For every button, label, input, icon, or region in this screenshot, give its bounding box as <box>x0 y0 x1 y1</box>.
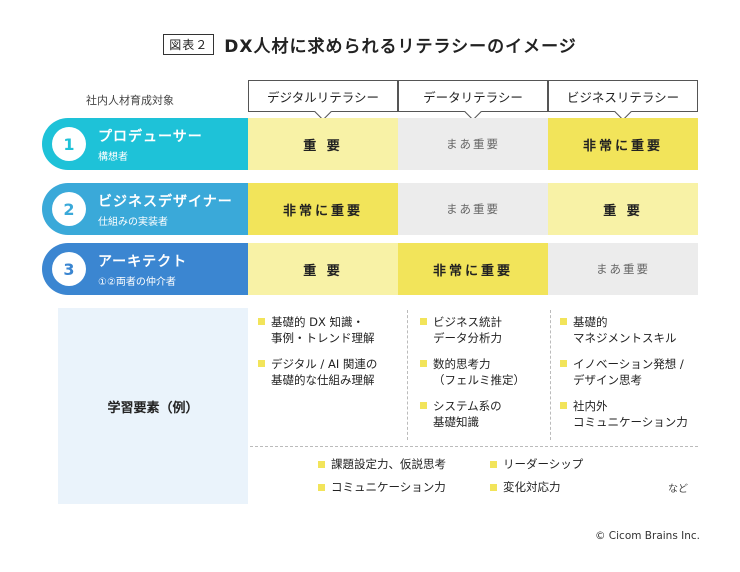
row-name: ビジネスデザイナー <box>98 193 233 210</box>
cell-r2-data: まあ重要 <box>398 183 548 235</box>
cell-r1-digital: 重 要 <box>248 118 398 170</box>
etc-label: など <box>668 484 688 495</box>
cell-r2-digital: 非常に重要 <box>248 183 398 235</box>
learning-elements-label: 学習要素（例） <box>58 308 248 504</box>
list-item: ビジネス統計 データ分析力 <box>420 314 548 346</box>
column-header-label: デジタルリテラシー <box>266 89 379 105</box>
row-number: 3 <box>52 252 86 286</box>
row-sub: 構想者 <box>98 151 128 163</box>
square-bullet-icon <box>318 483 325 491</box>
cell-r1-business: 非常に重要 <box>548 118 698 170</box>
row-label-business-designer: 2 ビジネスデザイナー 仕組みの実装者 <box>42 183 248 235</box>
row-sub: 仕組みの実装者 <box>98 216 168 228</box>
row-name: プロデューサー <box>98 128 203 145</box>
row-divider <box>250 446 698 447</box>
square-bullet-icon <box>560 318 567 325</box>
square-bullet-icon <box>490 483 497 491</box>
row-label-producer: 1 プロデューサー 構想者 <box>42 118 248 170</box>
figure-title: DX人材に求められるリテラシーのイメージ <box>224 37 577 57</box>
list-item: イノベーション発想 / デザイン思考 <box>560 356 700 388</box>
row-sub: ①②両者の仲介者 <box>98 276 176 288</box>
column-header-business: ビジネスリテラシー <box>548 80 698 121</box>
figure-badge: 図表２ <box>163 34 215 55</box>
cell-r3-business: まあ重要 <box>548 243 698 295</box>
learning-column-digital: 基礎的 DX 知識・ 事例・トレンド理解 デジタル / AI 関連の 基礎的な仕… <box>258 314 398 398</box>
list-item: 数的思考力 （フェルミ推定） <box>420 356 548 388</box>
square-bullet-icon <box>318 460 325 468</box>
list-item: 社内外 コミュニケーション力 <box>560 398 700 430</box>
row-number: 1 <box>52 127 86 161</box>
square-bullet-icon <box>420 402 427 409</box>
figure-title-row: 図表２ DX人材に求められるリテラシーのイメージ <box>0 32 740 57</box>
column-header-digital: デジタルリテラシー <box>248 80 398 121</box>
row-label-architect: 3 アーキテクト ①②両者の仲介者 <box>42 243 248 295</box>
row-number: 2 <box>52 192 86 226</box>
common-skill: 変化対応力 <box>490 479 561 495</box>
cell-r2-business: 重 要 <box>548 183 698 235</box>
list-item: 基礎的 DX 知識・ 事例・トレンド理解 <box>258 314 398 346</box>
cell-r3-digital: 重 要 <box>248 243 398 295</box>
common-skill: コミュニケーション力 <box>318 479 446 495</box>
column-divider <box>407 310 408 440</box>
cell-r3-data: 非常に重要 <box>398 243 548 295</box>
column-header-label: データリテラシー <box>423 89 523 105</box>
column-divider <box>550 310 551 440</box>
common-skill: 課題設定力、仮説思考 <box>318 456 446 472</box>
cell-r1-data: まあ重要 <box>398 118 548 170</box>
target-label: 社内人材育成対象 <box>86 94 174 107</box>
row-name: アーキテクト <box>98 253 188 270</box>
learning-column-data: ビジネス統計 データ分析力 数的思考力 （フェルミ推定） システム系の 基礎知識 <box>420 314 548 440</box>
copyright: © Cicom Brains Inc. <box>594 530 700 542</box>
list-item: システム系の 基礎知識 <box>420 398 548 430</box>
list-item: デジタル / AI 関連の 基礎的な仕組み理解 <box>258 356 398 388</box>
square-bullet-icon <box>258 360 265 367</box>
square-bullet-icon <box>560 402 567 409</box>
square-bullet-icon <box>420 318 427 325</box>
square-bullet-icon <box>258 318 265 325</box>
square-bullet-icon <box>490 460 497 468</box>
list-item: 基礎的 マネジメントスキル <box>560 314 700 346</box>
column-header-label: ビジネスリテラシー <box>566 89 680 105</box>
column-header-data: データリテラシー <box>398 80 548 121</box>
square-bullet-icon <box>560 360 567 367</box>
learning-column-business: 基礎的 マネジメントスキル イノベーション発想 / デザイン思考 社内外 コミュ… <box>560 314 700 440</box>
common-skill: リーダーシップ <box>490 456 583 472</box>
square-bullet-icon <box>420 360 427 367</box>
